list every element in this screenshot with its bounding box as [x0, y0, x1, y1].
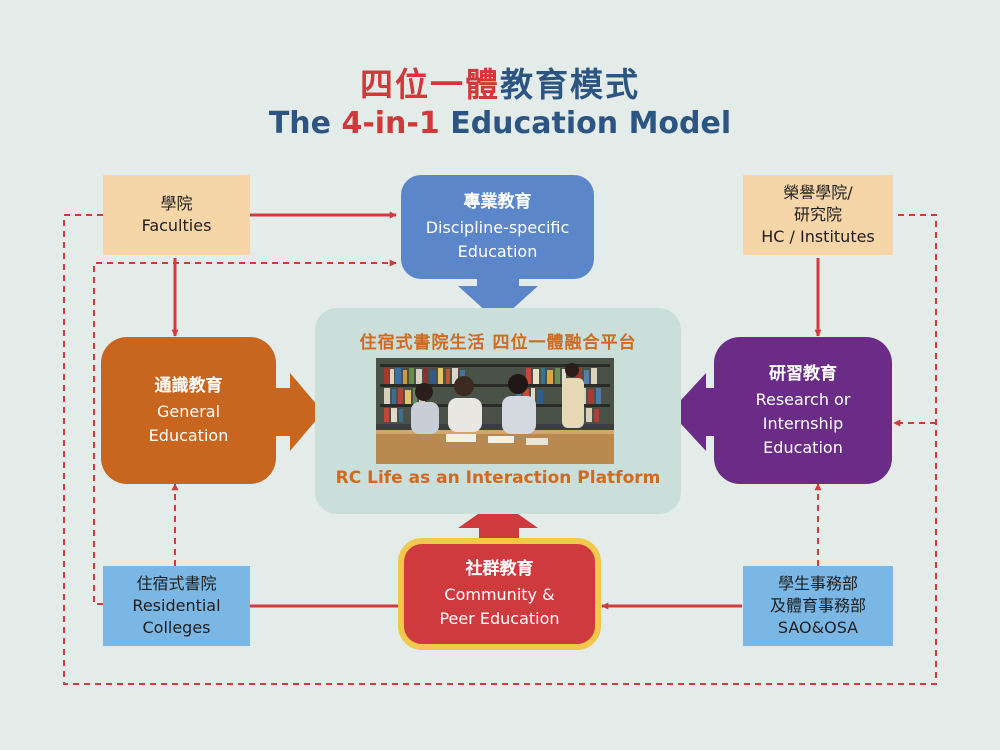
title-english: The 4-in-1 Education Model	[0, 106, 1000, 141]
honours-label-cn-line1: 榮譽學院/	[783, 183, 853, 202]
faculties-label-en: Faculties	[141, 216, 212, 235]
residential-label-cn: 住宿式書院	[136, 574, 217, 593]
honours-box: 榮譽學院/ 研究院 HC / Institutes	[743, 175, 893, 255]
title-chinese-accent: 四位一體	[360, 65, 500, 104]
platform-label-en: RC Life as an Interaction Platform	[335, 468, 661, 488]
general-label-en-line1: General	[156, 401, 221, 421]
research-label-en-line2: Internship	[762, 413, 844, 433]
students-studying-photo	[376, 358, 614, 464]
discipline-label-en-line2: Education	[457, 242, 538, 261]
community-education-box: 社群教育 Community & Peer Education	[398, 538, 601, 650]
faculties-label-cn: 學院	[160, 194, 193, 213]
research-label-en-line3: Education	[763, 437, 843, 457]
rc-life-platform: 住宿式書院生活 四位一體融合平台	[315, 308, 681, 514]
arrow-research-to-platform	[670, 373, 722, 451]
title-chinese-rest: 教育模式	[500, 65, 640, 104]
sao-label-cn-line1: 學生事務部	[777, 574, 858, 593]
research-label-en-line1: Research or	[755, 389, 851, 409]
general-education-box: 通識教育 General Education	[101, 337, 276, 484]
general-label-cn: 通識教育	[154, 375, 223, 396]
arrow-general-to-platform	[275, 373, 323, 451]
residential-label-en-line2: Colleges	[142, 618, 211, 637]
community-label-cn: 社群教育	[465, 559, 534, 579]
title-english-accent: 4-in-1	[341, 106, 440, 141]
arrow-discipline-to-platform	[458, 278, 538, 322]
residential-colleges-box: 住宿式書院 Residential Colleges	[103, 566, 250, 646]
honours-label-en: HC / Institutes	[761, 227, 875, 246]
student-affairs-box: 學生事務部 及體育事務部 SAO&OSA	[743, 566, 893, 646]
discipline-education-box: 專業教育 Discipline-specific Education	[401, 175, 594, 279]
title-english-prefix: The	[268, 106, 342, 141]
title-chinese: 四位一體教育模式	[0, 58, 1000, 106]
sao-label-en: SAO&OSA	[777, 618, 859, 637]
discipline-label-cn: 專業教育	[463, 192, 532, 212]
research-education-box: 研習教育 Research or Internship Education	[714, 337, 892, 484]
community-label-en-line2: Peer Education	[439, 609, 560, 628]
general-label-en-line2: Education	[148, 425, 229, 445]
sao-label-cn-line2: 及體育事務部	[769, 596, 866, 615]
research-label-cn: 研習教育	[769, 363, 837, 384]
platform-label-cn: 住宿式書院生活 四位一體融合平台	[359, 333, 637, 353]
arrow-community-to-platform	[458, 500, 538, 540]
residential-label-en-line1: Residential	[132, 596, 221, 615]
title-english-suffix: Education Model	[439, 106, 732, 141]
honours-label-cn-line2: 研究院	[793, 205, 842, 224]
dashed-residential-to-discipline	[93, 259, 397, 605]
community-label-en-line1: Community &	[444, 585, 555, 604]
discipline-label-en-line1: Discipline-specific	[425, 218, 570, 237]
faculties-box: 學院 Faculties	[103, 175, 250, 255]
